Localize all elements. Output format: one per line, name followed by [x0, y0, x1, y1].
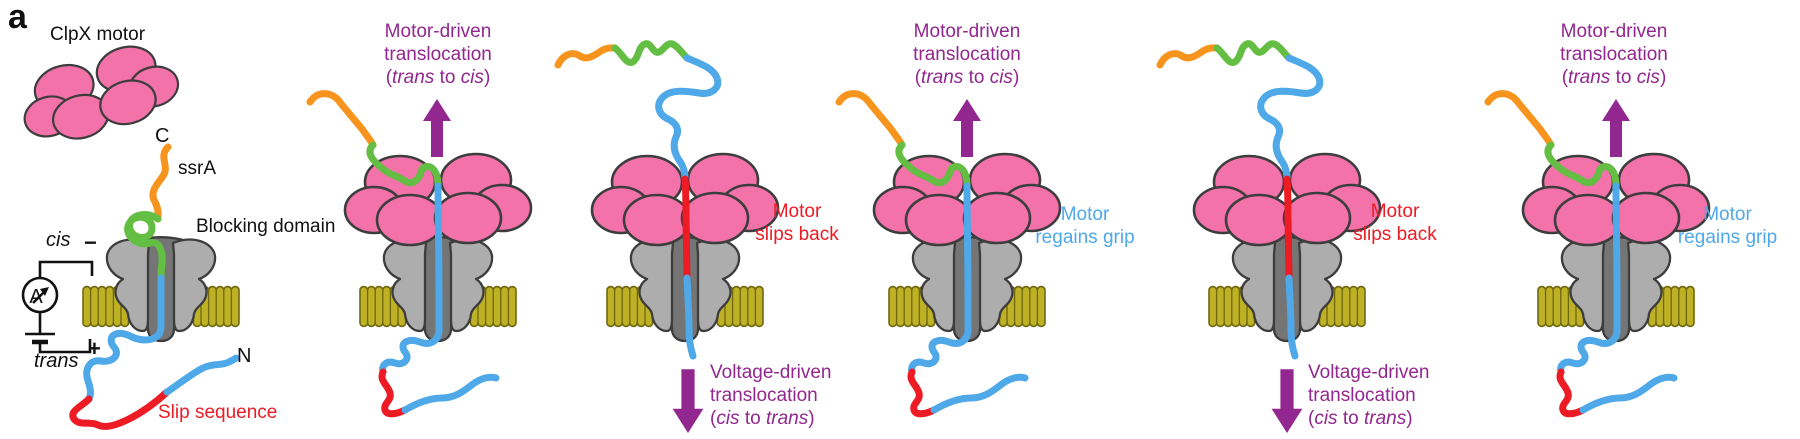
caption-voltage-driven-p3: Voltage-driven translocation (cis to tra…: [710, 361, 880, 430]
caption-segment: cis: [1314, 408, 1338, 429]
caption-segment: cis: [989, 67, 1013, 88]
caption-segment: cis: [460, 67, 484, 88]
caption-line: (trans to cis): [338, 66, 538, 89]
caption-slips-back-p5: Motor slips back: [1320, 200, 1470, 246]
down-arrow: [1271, 369, 1303, 433]
caption-line: Motor-driven: [913, 21, 1021, 42]
caption-segment: cis: [1636, 67, 1660, 88]
caption-segment: trans: [1363, 408, 1407, 429]
caption-segment: (: [1561, 67, 1569, 88]
substrate-thread-blue: [83, 274, 165, 403]
caption-line: (trans to cis): [1514, 66, 1714, 89]
trans-electrode-wire: [38, 339, 92, 354]
ammeter-needle-head: [40, 287, 49, 296]
caption-segment: (: [914, 67, 922, 88]
voltage-clamp-circuit: A: [21, 260, 94, 354]
ssra-tag-thread: [149, 143, 172, 223]
n-terminus-label: N: [237, 345, 252, 367]
panel-2-art: [310, 94, 533, 414]
caption-line: Motor: [1703, 204, 1752, 225]
caption-line: Motor-driven: [1560, 21, 1668, 42]
caption-segment: ): [1406, 408, 1413, 429]
caption-segment: to: [739, 408, 766, 429]
n-terminus-thread: [163, 354, 240, 396]
caption-line: (cis to trans): [710, 407, 880, 430]
caption-regains-grip-p4: Motor regains grip: [1010, 203, 1160, 249]
caption-line: Motor: [1370, 201, 1420, 222]
up-arrow: [1602, 99, 1630, 157]
caption-line: Motor: [772, 201, 822, 222]
caption-segment: trans: [765, 408, 809, 429]
caption-line: (trans to cis): [867, 66, 1067, 89]
caption-segment: (: [710, 408, 717, 429]
caption-segment: ): [1012, 67, 1020, 88]
caption-regains-grip-p6: Motor regains grip: [1655, 203, 1800, 249]
c-terminus-label: C: [155, 125, 170, 147]
slip-sequence-thread: [69, 388, 171, 430]
caption-line: slips back: [755, 224, 839, 245]
blocking-domain-coil: [124, 211, 166, 282]
caption-line: translocation: [710, 385, 818, 406]
clpx-motor-label: ClpX motor: [50, 24, 146, 45]
panel-letter: a: [8, 0, 27, 36]
caption-line: translocation: [913, 44, 1021, 65]
caption-line: translocation: [384, 44, 492, 65]
down-arrow: [672, 369, 704, 433]
caption-line: Voltage-driven: [1308, 362, 1430, 383]
caption-line: Motor: [1060, 204, 1110, 225]
cis-electrode-wire: [38, 260, 94, 277]
caption-line: translocation: [1308, 385, 1416, 406]
caption-motor-driven-p2: Motor-driven translocation (trans to cis…: [338, 20, 538, 89]
caption-line: regains grip: [1035, 227, 1135, 248]
caption-line: Voltage-driven: [710, 362, 832, 383]
caption-segment: trans: [392, 67, 435, 88]
ssra-label: ssrA: [178, 158, 216, 179]
ammeter-label: A: [29, 286, 43, 308]
caption-line: translocation: [1560, 44, 1668, 65]
caption-segment: ): [1659, 67, 1667, 88]
plus-sign: +: [88, 336, 101, 361]
caption-motor-driven-p6: Motor-driven translocation (trans to cis…: [1514, 20, 1714, 89]
caption-line: Motor-driven: [384, 21, 492, 42]
caption-segment: to: [963, 67, 990, 88]
caption-slips-back-p3: Motor slips back: [722, 200, 872, 246]
caption-segment: to: [1610, 67, 1637, 88]
caption-segment: (: [385, 67, 393, 88]
trans-label: trans: [34, 350, 79, 372]
panel-1-art: A: [11, 34, 240, 430]
caption-motor-driven-p4: Motor-driven translocation (trans to cis…: [867, 20, 1067, 89]
blocking-domain-label: Blocking domain: [196, 216, 336, 237]
caption-line: (cis to trans): [1308, 407, 1478, 430]
up-arrow: [953, 99, 981, 157]
caption-segment: cis: [716, 408, 740, 429]
caption-segment: (: [1308, 408, 1315, 429]
caption-line: regains grip: [1677, 227, 1778, 248]
cis-label: cis: [46, 229, 71, 251]
caption-segment: to: [1337, 408, 1364, 429]
caption-voltage-driven-p5: Voltage-driven translocation (cis to tra…: [1308, 361, 1478, 430]
caption-segment: to: [434, 67, 461, 88]
caption-segment: ): [483, 67, 491, 88]
caption-segment: ): [808, 408, 815, 429]
panel-6-art: [1488, 94, 1711, 414]
minus-sign: −: [84, 230, 97, 255]
caption-segment: trans: [921, 67, 964, 88]
slip-sequence-label: Slip sequence: [158, 402, 278, 423]
up-arrow: [423, 99, 451, 157]
caption-segment: trans: [1568, 67, 1611, 88]
caption-line: slips back: [1353, 224, 1437, 245]
